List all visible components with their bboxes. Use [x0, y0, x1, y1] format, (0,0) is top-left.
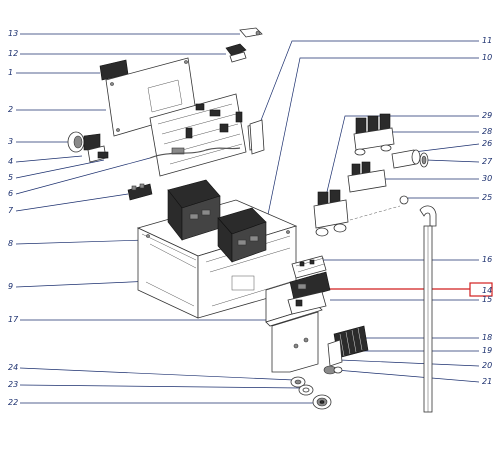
left-labels: 13 12 1 2 3 4 5 6 7 8 9 17 24 23 22: [8, 29, 316, 407]
leader-10: [261, 57, 479, 245]
leader-4: [15, 155, 83, 163]
label-6[interactable]: 6: [8, 189, 13, 198]
label-21[interactable]: 21: [482, 377, 492, 386]
label-29[interactable]: 29: [482, 111, 492, 120]
label-25[interactable]: 25: [482, 193, 492, 202]
part-26-27-fittings: [391, 149, 429, 169]
part-7-terminal: [127, 183, 153, 201]
label-15[interactable]: 15: [482, 295, 492, 304]
part-29-lower-valve: [313, 189, 349, 237]
part-18-19-heatsink: [327, 325, 369, 367]
label-12[interactable]: 12: [8, 49, 18, 58]
part-24-nut: [290, 376, 306, 388]
part-23-washer: [298, 384, 314, 396]
part-21-gland: [323, 365, 343, 375]
leader-11: [257, 40, 479, 129]
part-11-relay: [249, 119, 265, 155]
label-11[interactable]: 11: [482, 36, 492, 45]
part-4-5-switch: [87, 145, 109, 163]
label-18[interactable]: 18: [482, 333, 492, 342]
label-7[interactable]: 7: [8, 206, 14, 215]
label-14[interactable]: 14: [482, 286, 492, 295]
label-4[interactable]: 4: [8, 157, 13, 166]
part-16-terminal-block: [291, 255, 327, 279]
leader-6: [15, 157, 151, 195]
part-25-clamp: [399, 195, 409, 205]
label-13[interactable]: 13: [8, 29, 18, 38]
label-27[interactable]: 27: [482, 157, 493, 166]
label-30[interactable]: 30: [482, 174, 492, 183]
part-contactor-right: [217, 207, 267, 263]
leader-7: [15, 193, 129, 212]
label-3[interactable]: 3: [8, 137, 13, 146]
part-drain-hose: [419, 205, 437, 413]
part-22-gland: [312, 394, 332, 410]
leader-27: [425, 159, 480, 163]
label-20[interactable]: 20: [482, 361, 492, 370]
leader-20: [339, 359, 480, 367]
label-28[interactable]: 28: [482, 127, 492, 136]
label-5[interactable]: 5: [8, 173, 13, 182]
leader-8: [15, 239, 147, 245]
leader-26: [413, 143, 480, 153]
part-15-component: [287, 291, 327, 315]
part-pcb-assembly: [149, 93, 247, 177]
label-9[interactable]: 9: [8, 282, 13, 291]
leader-29: [325, 115, 479, 197]
label-23[interactable]: 23: [8, 380, 18, 389]
label-24[interactable]: 24: [8, 363, 18, 372]
label-17[interactable]: 17: [8, 315, 19, 324]
leader-23: [19, 384, 301, 389]
part-30-valve-block: [347, 161, 387, 193]
part-3-rotary-knob: [67, 131, 101, 153]
part-14-component: [289, 271, 331, 301]
label-26[interactable]: 26: [482, 139, 492, 148]
label-19[interactable]: 19: [482, 346, 492, 355]
hose-guide: [349, 205, 401, 221]
right-labels: 11 10 29 28 26 27 30 25 16 14 15 18 19 2…: [257, 36, 493, 386]
leader-5: [15, 159, 105, 179]
label-10[interactable]: 10: [482, 53, 492, 62]
leader-21: [335, 369, 480, 383]
leader-24: [19, 367, 295, 381]
label-22[interactable]: 22: [8, 398, 18, 407]
part-13-clip: [239, 27, 263, 38]
part-contactor-left: [167, 179, 221, 241]
label-16[interactable]: 16: [482, 255, 492, 264]
label-8[interactable]: 8: [8, 239, 13, 248]
part-6-cable: [149, 147, 241, 159]
label-1[interactable]: 1: [8, 68, 13, 77]
part-28-29-valve-top: [353, 113, 395, 156]
part-12-connector: [225, 43, 247, 63]
label-2[interactable]: 2: [8, 105, 13, 114]
